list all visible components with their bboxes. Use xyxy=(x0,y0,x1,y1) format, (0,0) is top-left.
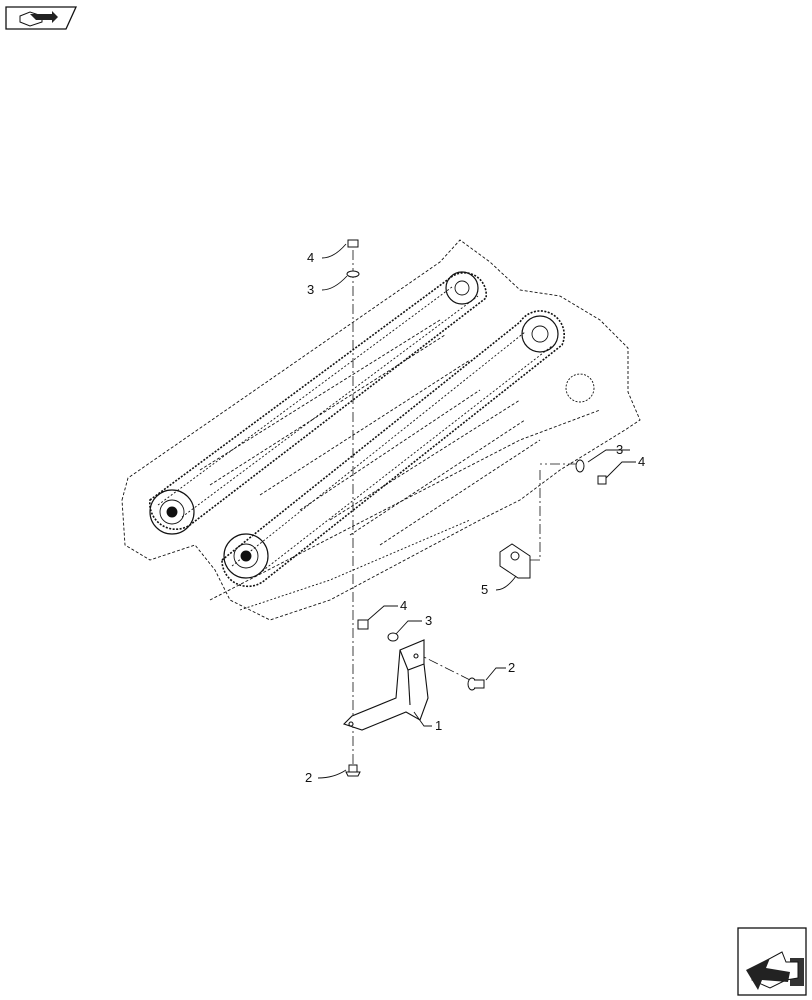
conveyor-frame-assembly xyxy=(121,239,641,621)
page-tab-icon[interactable] xyxy=(5,6,78,30)
callout-leaders xyxy=(317,243,636,779)
nut-mid xyxy=(357,619,369,630)
callout-5: 5 xyxy=(481,582,488,597)
callout-labels: 4 3 3 4 5 4 3 2 1 2 xyxy=(305,250,645,785)
next-page-arrow-icon[interactable] xyxy=(737,927,807,996)
callout-3-right: 3 xyxy=(616,442,623,457)
washer-top xyxy=(346,270,360,278)
callout-1: 1 xyxy=(435,718,442,733)
bolt-bottom xyxy=(345,764,361,777)
nut-top xyxy=(347,239,359,248)
callout-3-mid: 3 xyxy=(425,613,432,628)
guard-plate-part-1 xyxy=(342,639,429,731)
bolt-right xyxy=(467,677,485,691)
callout-2-bottom: 2 xyxy=(305,770,312,785)
callout-4-mid: 4 xyxy=(400,598,407,613)
assembly-centerlines xyxy=(352,250,578,770)
callout-3-top: 3 xyxy=(307,282,314,297)
bracket-part-5 xyxy=(499,543,531,579)
callout-4-top: 4 xyxy=(307,250,314,265)
nut-right xyxy=(597,475,607,485)
washer-right xyxy=(575,459,585,473)
callout-4-right: 4 xyxy=(638,454,645,469)
washer-mid xyxy=(387,632,399,642)
callout-2-right: 2 xyxy=(508,660,515,675)
